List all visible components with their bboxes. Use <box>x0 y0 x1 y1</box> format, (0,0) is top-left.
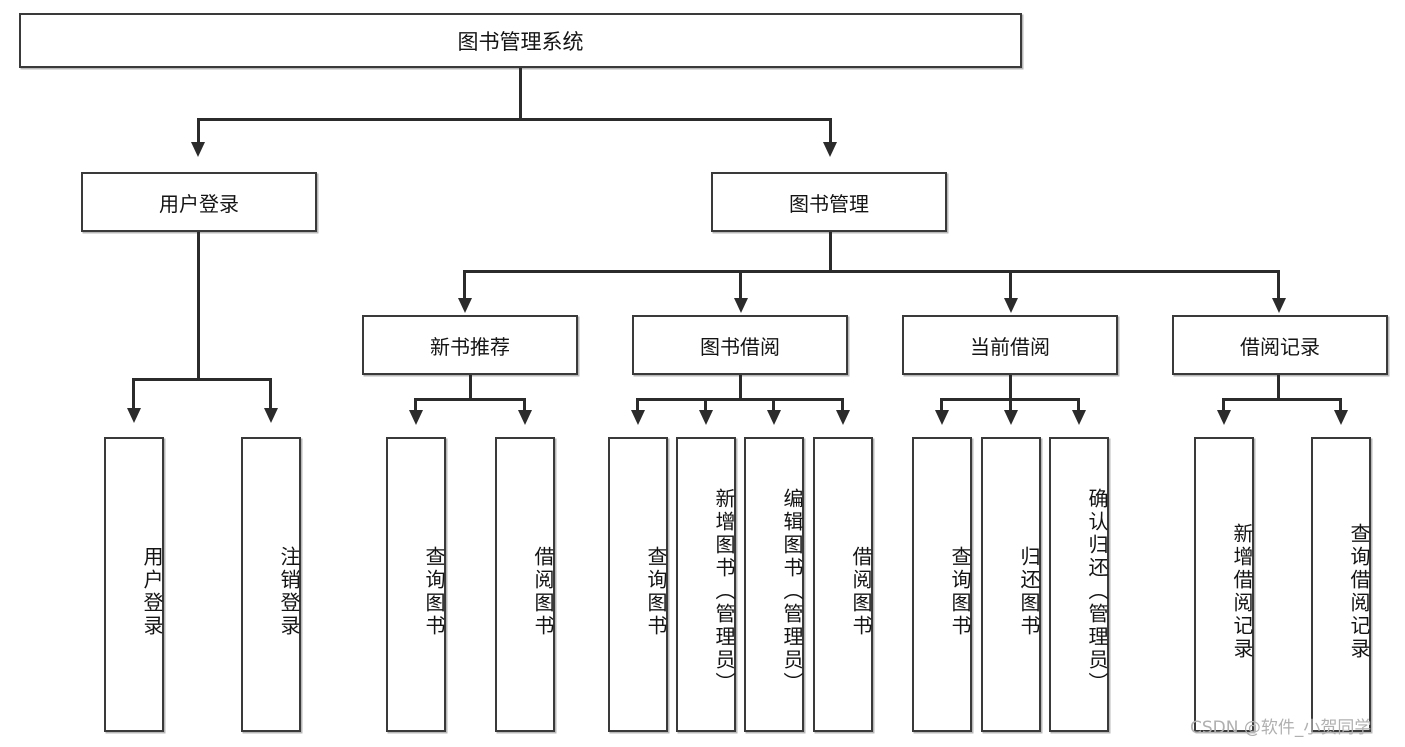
node-label: 新增借阅记录 <box>1230 522 1254 661</box>
node-label: 借阅图书 <box>849 545 873 638</box>
leaf-newbook-borrow-book[interactable]: 借阅图书 <box>495 437 555 732</box>
arrowhead-userlogin-leaf1 <box>127 408 141 423</box>
leaf-bookborrow-edit-book[interactable]: 编辑图书（管理员） <box>744 437 804 732</box>
leaf-currentborrow-return-book[interactable]: 归还图书 <box>981 437 1041 732</box>
leaf-bookborrow-query-book[interactable]: 查询图书 <box>608 437 668 732</box>
connector-userlogin-bus <box>133 378 271 381</box>
connector-newbook-bus <box>415 398 525 401</box>
connector-bookborrow-stem <box>739 375 742 400</box>
connector-to-book-borrow <box>739 270 742 300</box>
connector-borrowrecord-stem <box>1277 375 1280 400</box>
node-label: 新增图书（管理员） <box>712 488 736 695</box>
node-label: 查询图书 <box>948 545 972 638</box>
connector-userlogin-leaf1 <box>132 378 135 410</box>
leaf-currentborrow-query-book[interactable]: 查询图书 <box>912 437 972 732</box>
node-label: 归还图书 <box>1017 545 1041 638</box>
connector-to-user-login <box>197 118 200 144</box>
connector-bookborrow-leaf2 <box>704 398 707 412</box>
node-label: 借阅图书 <box>531 545 555 638</box>
connector-bookmgmt-stem <box>829 232 832 272</box>
node-label: 用户登录 <box>140 545 164 638</box>
connector-borrowrecord-leaf1 <box>1222 398 1225 412</box>
arrowhead-to-current-borrow <box>1004 298 1018 313</box>
node-label: 图书借阅 <box>700 334 780 359</box>
leaf-newbook-query-book[interactable]: 查询图书 <box>386 437 446 732</box>
connector-userlogin-stem <box>197 232 200 380</box>
node-book-management[interactable]: 图书管理 <box>711 172 947 232</box>
node-label: 用户登录 <box>159 191 239 216</box>
leaf-borrowrecord-add-record[interactable]: 新增借阅记录 <box>1194 437 1254 732</box>
connector-bookborrow-leaf4 <box>841 398 844 412</box>
arrowhead-bookborrow-leaf2 <box>699 410 713 425</box>
node-label: 借阅记录 <box>1240 334 1320 359</box>
leaf-bookborrow-borrow-book[interactable]: 借阅图书 <box>813 437 873 732</box>
arrowhead-bookborrow-leaf4 <box>836 410 850 425</box>
connector-root-stem <box>519 68 522 120</box>
connector-bookborrow-bus <box>637 398 843 401</box>
arrowhead-to-borrow-record <box>1272 298 1286 313</box>
arrowhead-userlogin-leaf2 <box>264 408 278 423</box>
connector-currentborrow-stem <box>1009 375 1012 400</box>
leaf-bookborrow-add-book[interactable]: 新增图书（管理员） <box>676 437 736 732</box>
leaf-currentborrow-confirm-return[interactable]: 确认归还（管理员） <box>1049 437 1109 732</box>
arrowhead-to-user-login <box>191 142 205 157</box>
arrowhead-currentborrow-leaf2 <box>1004 410 1018 425</box>
connector-to-book-manage <box>829 118 832 144</box>
leaf-borrowrecord-query-record[interactable]: 查询借阅记录 <box>1311 437 1371 732</box>
node-label: 图书管理 <box>789 191 869 216</box>
node-label: 确认归还（管理员） <box>1085 488 1109 695</box>
arrowhead-borrowrecord-leaf1 <box>1217 410 1231 425</box>
node-label: 编辑图书（管理员） <box>780 488 804 695</box>
arrowhead-bookborrow-leaf1 <box>631 410 645 425</box>
node-borrow-record[interactable]: 借阅记录 <box>1172 315 1388 375</box>
arrowhead-bookborrow-leaf3 <box>767 410 781 425</box>
node-label: 注销登录 <box>277 545 301 638</box>
arrowhead-to-new-book <box>458 298 472 313</box>
node-book-borrow[interactable]: 图书借阅 <box>632 315 848 375</box>
node-root-system[interactable]: 图书管理系统 <box>19 13 1022 68</box>
arrowhead-currentborrow-leaf3 <box>1072 410 1086 425</box>
node-label: 查询借阅记录 <box>1347 522 1371 661</box>
node-label: 查询图书 <box>422 545 446 638</box>
arrowhead-to-book-borrow <box>734 298 748 313</box>
node-label: 查询图书 <box>644 545 668 638</box>
arrowhead-borrowrecord-leaf2 <box>1334 410 1348 425</box>
connector-bookborrow-leaf3 <box>772 398 775 412</box>
connector-newbook-leaf1 <box>414 398 417 412</box>
csdn-watermark: CSDN @软件_小贺同学 <box>1190 718 1372 738</box>
node-current-borrow[interactable]: 当前借阅 <box>902 315 1118 375</box>
connector-to-new-book <box>463 270 466 300</box>
connector-newbook-leaf2 <box>523 398 526 412</box>
arrowhead-to-book-manage <box>823 142 837 157</box>
arrowhead-newbook-leaf2 <box>518 410 532 425</box>
connector-level3-bus <box>464 270 1278 273</box>
node-user-login[interactable]: 用户登录 <box>81 172 317 232</box>
connector-borrowrecord-bus <box>1223 398 1341 401</box>
connector-bookborrow-leaf1 <box>636 398 639 412</box>
leaf-user-login[interactable]: 用户登录 <box>104 437 164 732</box>
node-label: 新书推荐 <box>430 334 510 359</box>
arrowhead-currentborrow-leaf1 <box>935 410 949 425</box>
connector-currentborrow-leaf3 <box>1077 398 1080 412</box>
connector-currentborrow-leaf2 <box>1009 398 1012 412</box>
node-new-book-recommend[interactable]: 新书推荐 <box>362 315 578 375</box>
node-label: 图书管理系统 <box>457 29 584 54</box>
node-label: 当前借阅 <box>970 334 1050 359</box>
connector-to-borrow-record <box>1277 270 1280 300</box>
leaf-logout[interactable]: 注销登录 <box>241 437 301 732</box>
connector-level2-bus <box>198 118 832 121</box>
arrowhead-newbook-leaf1 <box>409 410 423 425</box>
connector-currentborrow-leaf1 <box>940 398 943 412</box>
connector-newbook-stem <box>469 375 472 400</box>
connector-borrowrecord-leaf2 <box>1339 398 1342 412</box>
connector-userlogin-leaf2 <box>269 378 272 410</box>
connector-to-current-borrow <box>1009 270 1012 300</box>
